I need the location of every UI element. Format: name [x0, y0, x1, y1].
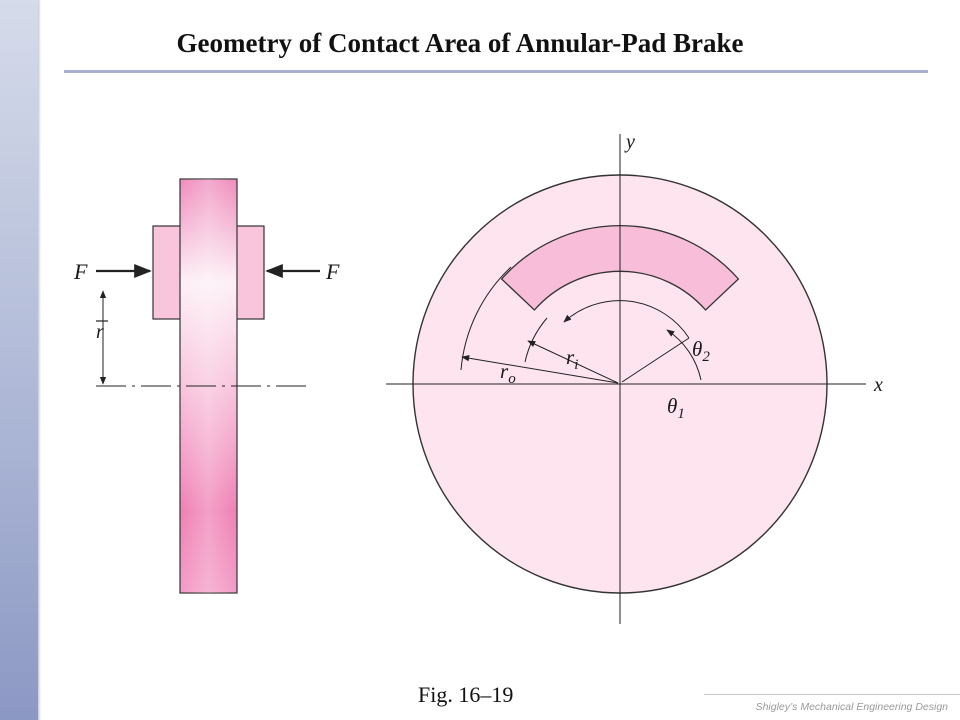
footer-credit: Shigley’s Mechanical Engineering Design [755, 701, 948, 713]
brake-pad-left [152, 225, 182, 320]
y-axis-label: y [624, 131, 635, 153]
r-i-label: ri [566, 345, 578, 373]
side-view: F F r [73, 178, 340, 594]
theta2-label: θ2 [692, 337, 710, 365]
force-label-left: F [73, 259, 88, 284]
theta2-arc [563, 300, 690, 339]
r-i-arc [524, 317, 548, 363]
r-o-label: ro [500, 359, 516, 387]
title-underline [64, 70, 928, 73]
theta1-arc [666, 329, 702, 381]
footer-rule [704, 694, 960, 695]
figure-caption: Fig. 16–19 [418, 682, 514, 707]
r-bar-label: r [96, 321, 104, 343]
theta1-label: θ1 [667, 394, 685, 422]
brake-pad-right [235, 225, 265, 320]
x-axis-label: x [873, 374, 883, 396]
r-o-radius [461, 355, 619, 384]
r-i-radius [527, 340, 619, 384]
front-view: y x ro ri θ2 θ1 [386, 131, 883, 624]
force-label-right: F [325, 259, 340, 284]
left-accent-band [0, 0, 41, 720]
slide-title: Geometry of Contact Area of Annular-Pad … [176, 28, 744, 58]
theta-radial-line [621, 337, 690, 383]
